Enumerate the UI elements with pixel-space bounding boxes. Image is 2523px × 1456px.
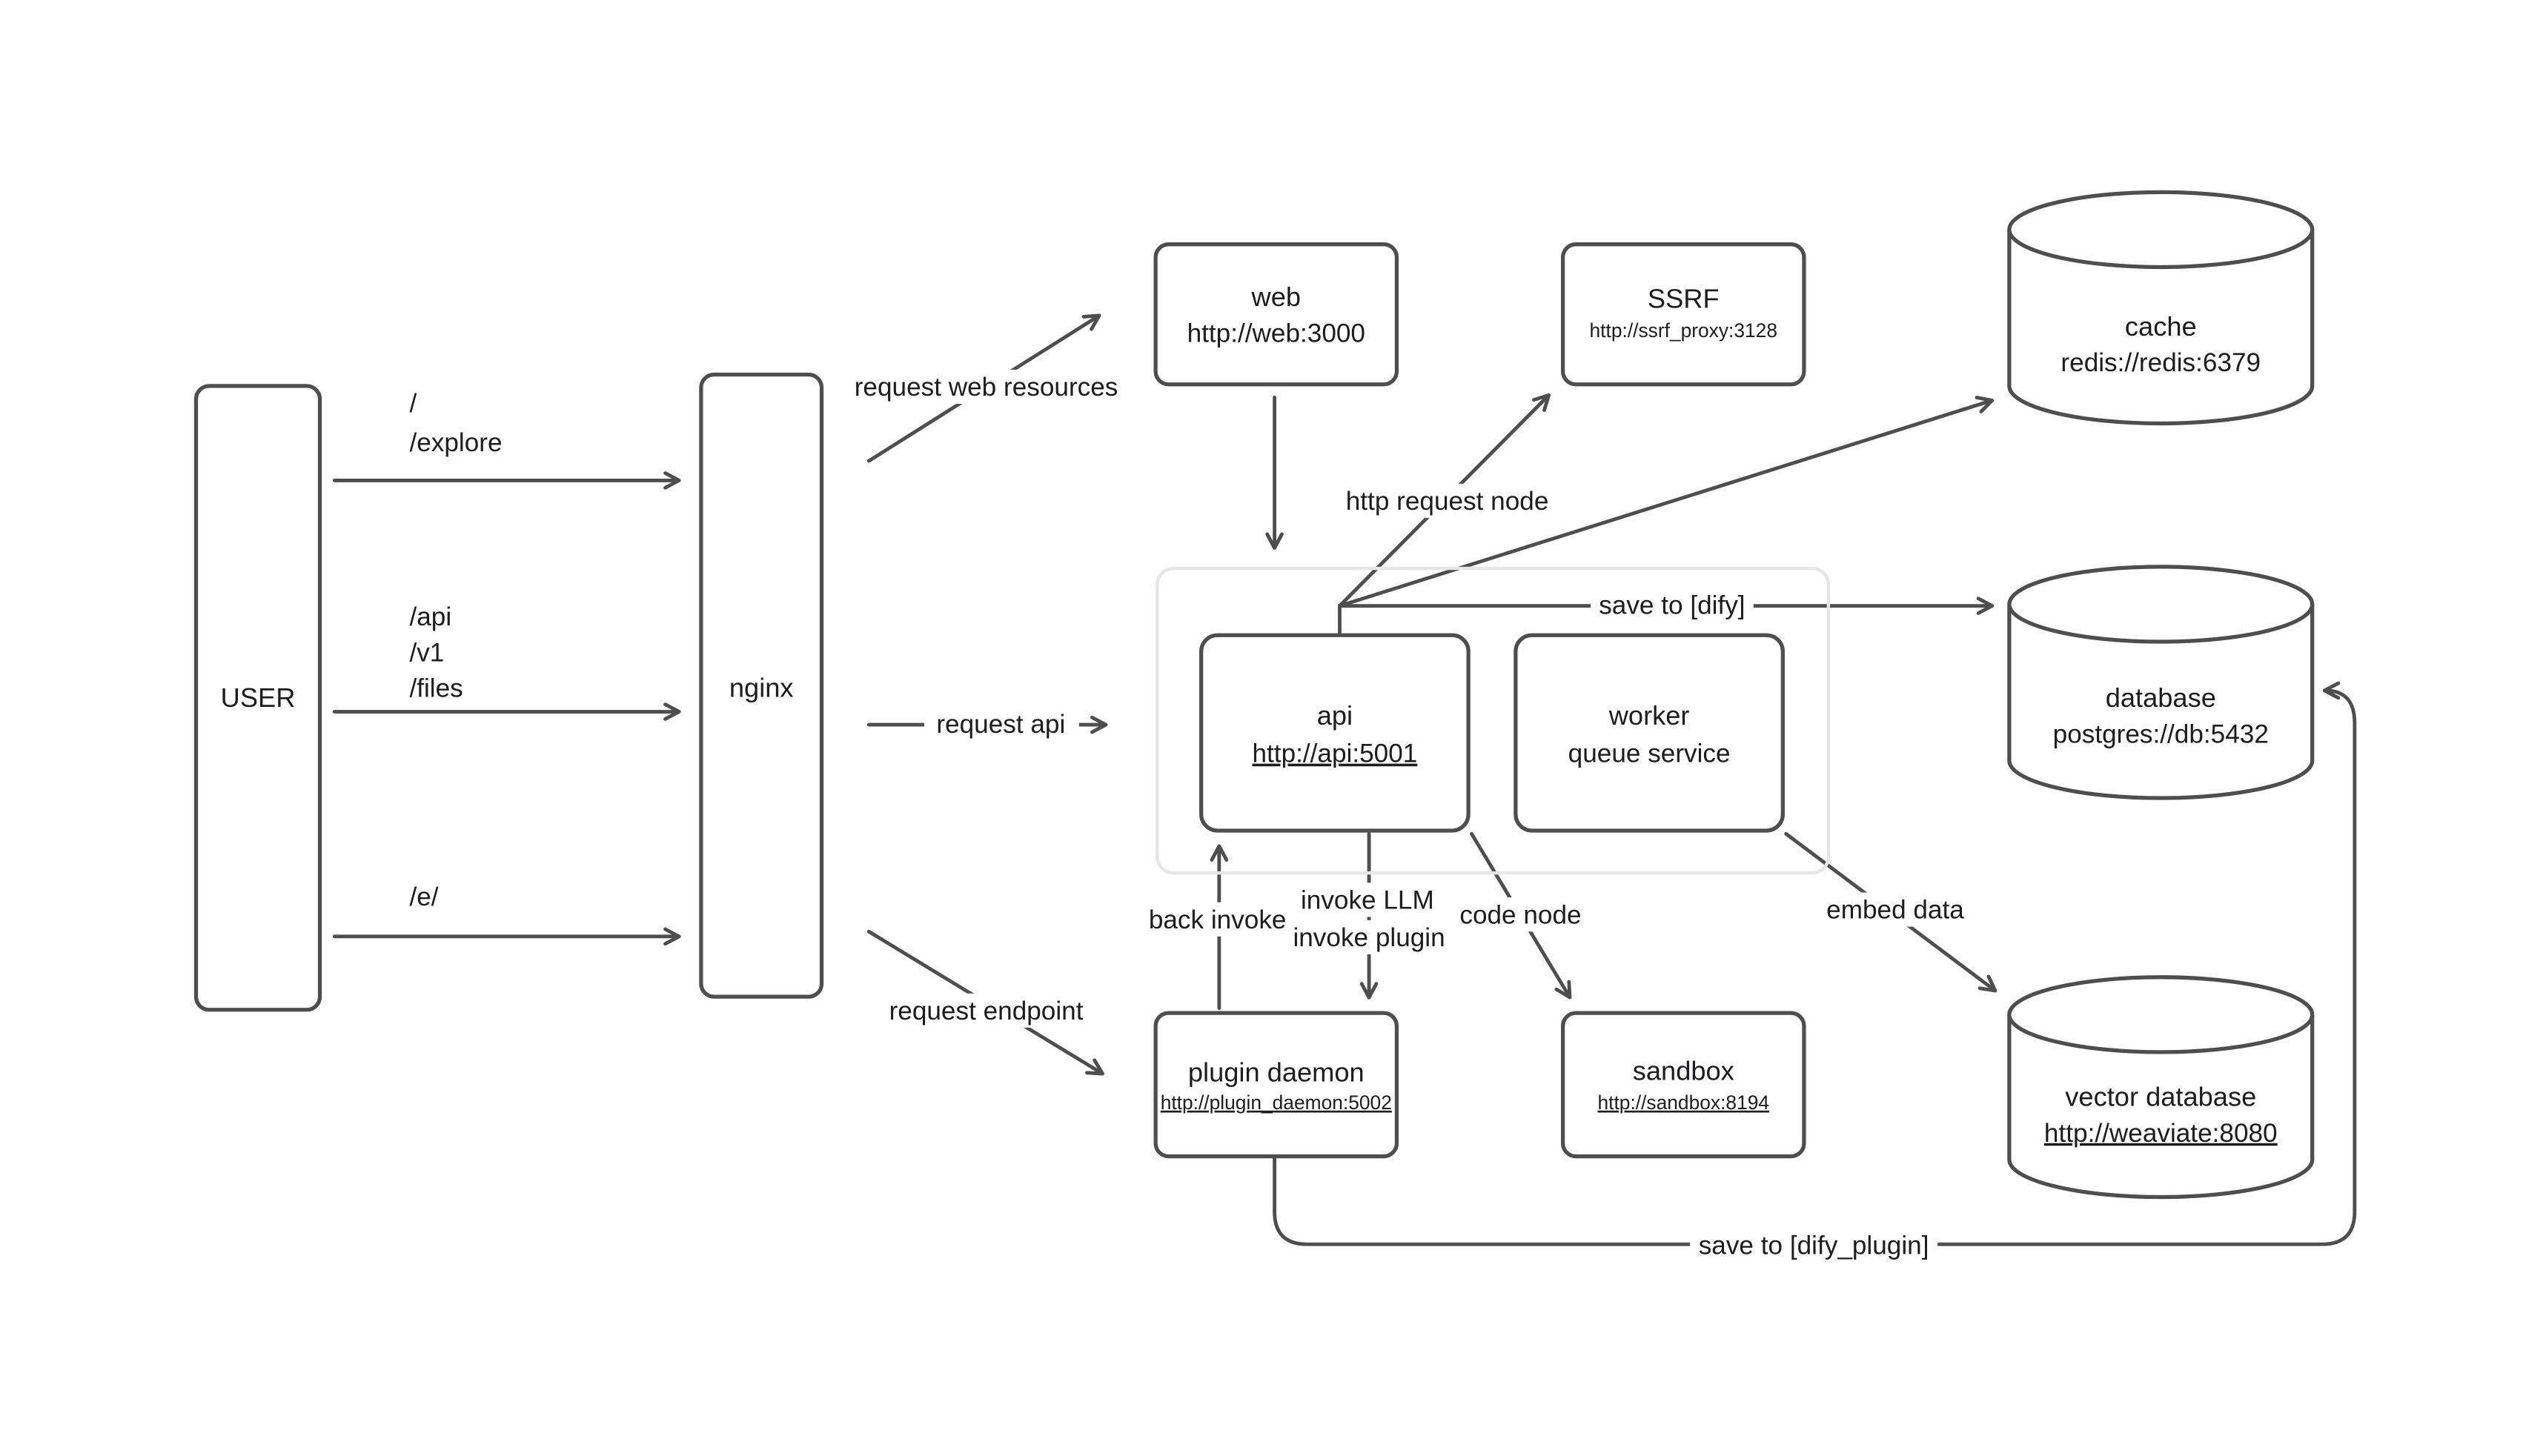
cache-cylinder-body [2007,229,2315,426]
edge-label-text: invoke LLM [1301,885,1434,914]
label-background [1342,483,1552,518]
worker-box [1514,633,1785,833]
edge-label-embed-data: embed data [1823,892,1967,927]
edge-label-back-invoke: back invoke [1147,902,1288,937]
edge-label-request-endpoint: request endpoint [886,993,1086,1028]
worker-sublabel: queue service [1568,739,1731,768]
database-url: postgres://db:5432 [2053,719,2269,748]
edge-label-path-e: /e/ [409,882,438,911]
edge-label-request-web-resources: request web resources [846,369,1127,405]
label-background [1823,892,1967,927]
cache-cylinder-top [2007,190,2315,270]
label-background [886,993,1086,1028]
node-ssrf: SSRF http://ssrf_proxy:3128 [1560,242,1806,387]
user-box [193,384,322,1012]
database-cylinder-top [2007,565,2315,644]
node-plugin-daemon: plugin daemon http://plugin_daemon:5002 [1153,1011,1399,1159]
api-worker-group [1156,566,1831,875]
edge-label-path-v1: /v1 [409,638,444,667]
edge-label-invoke-plugin: invoke plugin [1290,920,1448,955]
vector-database-label: vector database [2065,1081,2256,1111]
web-box [1153,242,1399,387]
arrow-plugin-daemon-database [1273,681,2357,1246]
label-background [846,369,1127,405]
api-box [1199,633,1471,833]
ssrf-url: http://ssrf_proxy:3128 [1590,319,1777,342]
plugin-daemon-box [1153,1011,1399,1159]
arrow-api-database [1338,596,1995,637]
node-web: web http://web:3000 [1153,242,1399,387]
node-nginx: nginx [699,372,824,999]
cache-label: cache [2125,311,2197,342]
sandbox-url-link[interactable]: http://sandbox:8194 [1597,1091,1769,1114]
label-background [1590,588,1754,622]
edge-label-http-request-node: http request node [1342,483,1552,518]
user-label: USER [221,682,296,713]
database-cylinder-body [2007,604,2315,800]
plugin-daemon-label: plugin daemon [1188,1057,1365,1087]
api-url-link[interactable]: http://api:5001 [1252,739,1417,768]
label-background [1147,902,1288,937]
label-background [1460,897,1581,932]
edge-label-text: request web resources [855,373,1118,402]
label-background [1290,920,1448,955]
node-vector-database-cylinder: vector database http://weaviate:8080 [2007,975,2315,1200]
nginx-label: nginx [729,673,794,703]
node-api: api http://api:5001 [1199,633,1471,833]
plugin-daemon-url-link[interactable]: http://plugin_daemon:5002 [1161,1091,1392,1114]
edge-label-text: save to [dify_plugin] [1699,1231,1929,1260]
worker-label: worker [1608,700,1690,731]
edge-label-text: http request node [1346,487,1549,516]
edge-label-code-node: code node [1459,897,1582,932]
edge-label-invoke-llm: invoke LLM [1299,882,1439,917]
label-background [924,706,1079,742]
edge-label-text: save to [dify] [1599,591,1745,620]
edge-label-path-files: /files [409,674,463,703]
api-label: api [1317,700,1353,731]
edge-label-text: request api [936,710,1065,739]
sandbox-box [1560,1011,1806,1159]
edge-label-path-explore: /explore [409,428,502,457]
edge-label-text: embed data [1826,896,1964,925]
ssrf-box [1560,242,1806,387]
vector-database-cylinder-top [2007,975,2315,1054]
ssrf-label: SSRF [1648,283,1720,313]
label-background [1299,882,1439,917]
sandbox-label: sandbox [1633,1055,1734,1086]
edge-label-save-to-dify-plugin: save to [dify_plugin] [1690,1228,1938,1263]
edge-label-path-api: /api [409,602,451,631]
label-background [1690,1228,1938,1263]
edge-label-text: back invoke [1149,905,1287,934]
edge-label-text: code node [1459,900,1581,929]
edge-label-save-to-dify: save to [dify] [1590,588,1754,622]
edge-label-text: request endpoint [889,997,1084,1025]
edge-label-path-root: / [409,389,417,418]
web-label: web [1251,282,1302,312]
web-url: http://web:3000 [1187,319,1365,348]
cache-url: redis://redis:6379 [2060,348,2261,377]
node-sandbox: sandbox http://sandbox:8194 [1560,1011,1806,1159]
node-worker: worker queue service [1514,633,1785,833]
vector-database-url-link[interactable]: http://weaviate:8080 [2044,1119,2278,1148]
node-user: USER [193,384,322,1012]
node-database-cylinder: database postgres://db:5432 [2007,565,2315,800]
vector-database-cylinder-body [2007,1014,2315,1200]
database-label: database [2106,682,2216,713]
edge-label-request-api: request api [924,706,1079,742]
node-cache-cylinder: cache redis://redis:6379 [2007,190,2315,426]
nginx-box [699,372,824,999]
edge-labels: / /explore /api /v1 /files /e/ request w… [409,369,1967,1263]
edge-label-text: invoke plugin [1293,923,1445,952]
arrow-api-cache [1338,396,1995,608]
